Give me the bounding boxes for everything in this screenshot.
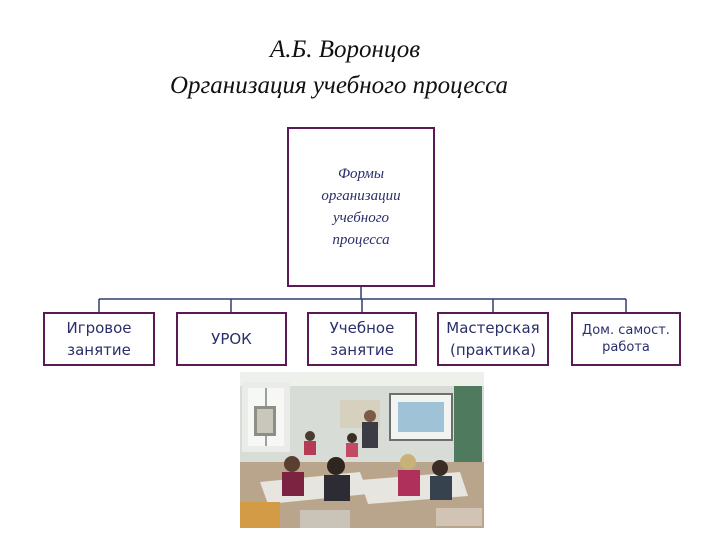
child-node-study-session: Учебное занятие — [307, 312, 417, 366]
child-node-homework: Дом. самост. работа — [571, 312, 681, 366]
child-node-label: Дом. самост. работа — [582, 323, 670, 355]
classroom-photo-image — [240, 372, 484, 528]
child-node-label: Учебное занятие — [329, 319, 395, 359]
child-node-lesson: УРОК — [176, 312, 287, 366]
child-node-label: Мастерская (практика) — [446, 319, 540, 359]
root-node-label: Формы организации учебного процесса — [321, 166, 401, 248]
classroom-photo — [240, 372, 484, 528]
child-node-label: Игровое занятие — [66, 319, 132, 359]
author-title: А.Б. Воронцов — [270, 36, 421, 63]
root-node: Формы организации учебного процесса — [287, 127, 435, 287]
child-node-label: УРОК — [211, 330, 252, 348]
slide-title: Организация учебного процесса — [170, 72, 509, 99]
child-node-game-lesson: Игровое занятие — [43, 312, 155, 366]
child-node-workshop: Мастерская (практика) — [437, 312, 549, 366]
